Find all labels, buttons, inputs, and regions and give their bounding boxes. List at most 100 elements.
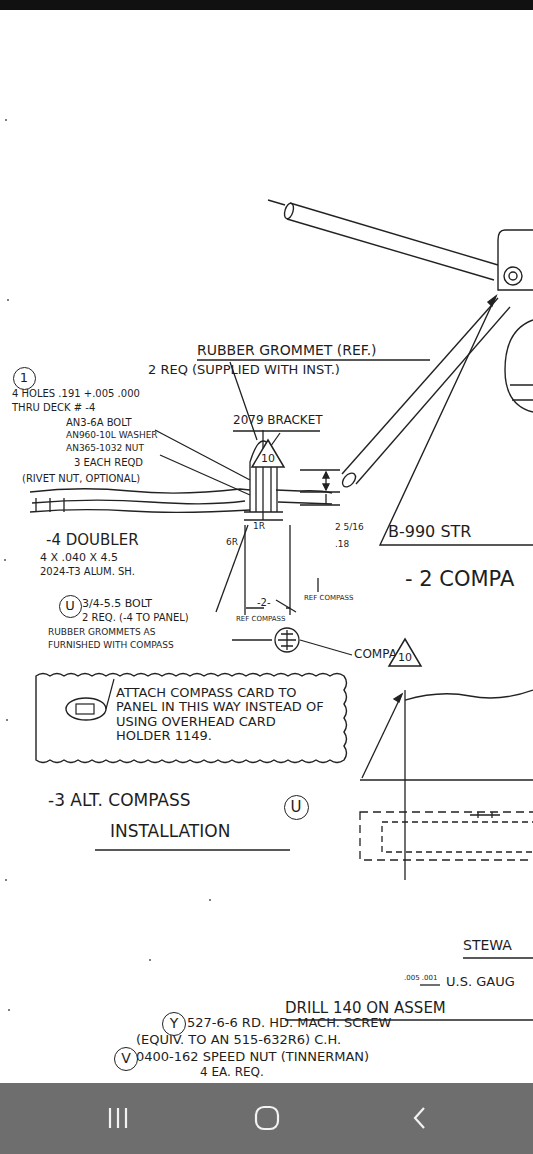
scan-marks-stroke [7,299,9,301]
node-text: 10 [261,453,275,465]
panel-view-stroke [362,694,402,778]
compass-card-icon [66,698,106,720]
bracket-detail-stroke [30,489,332,493]
scan-marks [4,119,211,1011]
bracket-detail-stroke [300,640,352,655]
scan-marks-stroke [6,719,8,721]
panel-view-stroke [95,849,290,850]
part-label: .18 [335,540,349,549]
panel-view-stroke [404,690,405,880]
nav-bar-stroke [110,1107,424,1129]
bracket-detail-stroke [262,430,263,520]
callout-circle: Y [162,1012,186,1036]
part-label: 4 EA. REQ. [200,1066,264,1079]
compass-assembly-stroke [287,219,494,280]
part-label: THRU DECK # -4 [12,403,95,414]
nav-bar-stroke-stroke [110,1108,126,1128]
panel-view-stroke [394,694,402,702]
part-label: 2024-T3 ALUM. SH. [40,567,135,578]
bracket-detail-stroke [36,498,64,512]
bracket-detail-stroke [244,512,283,520]
bracket-detail-stroke [245,525,290,615]
node-text: 10 [398,652,412,664]
compass-assembly-stroke [505,320,533,412]
bracket-detail-stroke [323,472,329,490]
part-label: .005 .001 [404,975,437,982]
panel-view-stroke [382,822,533,852]
part-label: 1R [253,522,265,531]
part-label: 527-6-6 RD. HD. MACH. SCREW [187,1016,391,1030]
nav-bar-stroke [0,1083,533,1154]
compass-assembly-stroke [356,307,510,484]
node-text: 1 [20,371,28,385]
part-label: 2 REQ. (-4 TO PANEL) [82,613,189,624]
compass-assembly-stroke [488,296,496,306]
node-text: U [291,799,302,816]
callout-triangle: 10 [388,638,422,667]
compass-assembly-stroke [380,296,533,545]
panel-view-stroke [360,812,533,860]
scan-marks-stroke [8,1009,10,1011]
scan-marks-stroke [4,559,6,561]
callout-circle: U [59,595,82,618]
top-bar [0,0,533,10]
scan-marks-stroke [209,899,211,901]
part-label: 2 REQ (SUPPLIED WITH INST.) [148,363,340,377]
node-text: U [65,599,75,613]
part-label: AN365-1032 NUT [66,444,144,453]
bracket-detail-stroke [232,639,272,640]
callout-triangle: 10 [251,439,285,468]
panel-view-stroke [360,779,533,780]
part-label: RUBBER GROMMET (REF.) [197,343,377,358]
compass-assembly-stroke [340,471,358,490]
part-label: -2- [257,598,271,609]
part-label: 4 X .040 X 4.5 [40,552,118,564]
part-label: (RIVET NUT, OPTIONAL) [22,474,140,485]
callout-circle: U [284,795,309,820]
part-label: 4 HOLES .191 +.005 .000 [12,389,140,400]
node-text: ATTACH COMPASS CARD TO PANEL IN THIS WAY… [116,672,330,757]
part-label: REF COMPASS [304,595,353,602]
compass-assembly-stroke [509,272,517,280]
part-label: U.S. GAUG [446,975,515,989]
compass-assembly-stroke [342,298,498,474]
bracket-detail-stroke [30,510,250,513]
nav-bar-stroke-stroke [415,1108,424,1128]
bracket-detail-stroke [155,430,250,495]
bracket-detail-stroke [32,500,332,504]
part-label: 3 EACH REQD [74,458,143,469]
note-cloud: ATTACH COMPASS CARD TO PANEL IN THIS WAY… [32,672,344,758]
nav-bar [0,1083,533,1154]
bracket-detail-stroke [278,630,296,650]
part-label: REF COMPASS [236,616,285,623]
part-label: AN960-10L WASHER [66,431,158,440]
nav-bar-stroke-stroke [256,1107,278,1129]
bracket-detail-stroke [216,525,248,612]
panel-view-stroke [405,690,533,700]
leader-line [106,679,114,709]
bracket-detail-stroke [300,470,340,505]
part-label: FURNISHED WITH COMPASS [48,641,174,650]
panel-view-stroke [463,957,533,958]
panel-view-stroke [420,984,440,985]
node-text: V [121,1051,131,1066]
part-label: STEWA [463,938,512,953]
part-label: AN3-6A BOLT [66,418,132,429]
scan-marks-stroke [5,879,7,881]
callout-circle: 1 [13,367,36,390]
triangle-outline [252,440,284,467]
scan-marks-stroke [5,119,7,121]
panel-view-stroke [470,812,500,818]
part-label: INSTALLATION [110,823,230,841]
part-label: 0400-162 SPEED NUT (TINNERMAN) [136,1050,369,1064]
part-label: DRILL 140 ON ASSEM [285,1001,446,1017]
node-text: Y [170,1016,179,1031]
part-label: RUBBER GROMMETS AS [48,628,155,637]
part-label: 2079 BRACKET [233,414,323,427]
part-label: -3 ALT. COMPASS [48,792,191,810]
part-label: (EQUIV. TO AN 515-632R6) C.H. [136,1033,341,1047]
callout-circle: V [114,1047,138,1071]
part-label: 2 5/16 [335,523,364,532]
compass-assembly-stroke [290,203,498,265]
scan-marks-stroke [149,959,151,961]
